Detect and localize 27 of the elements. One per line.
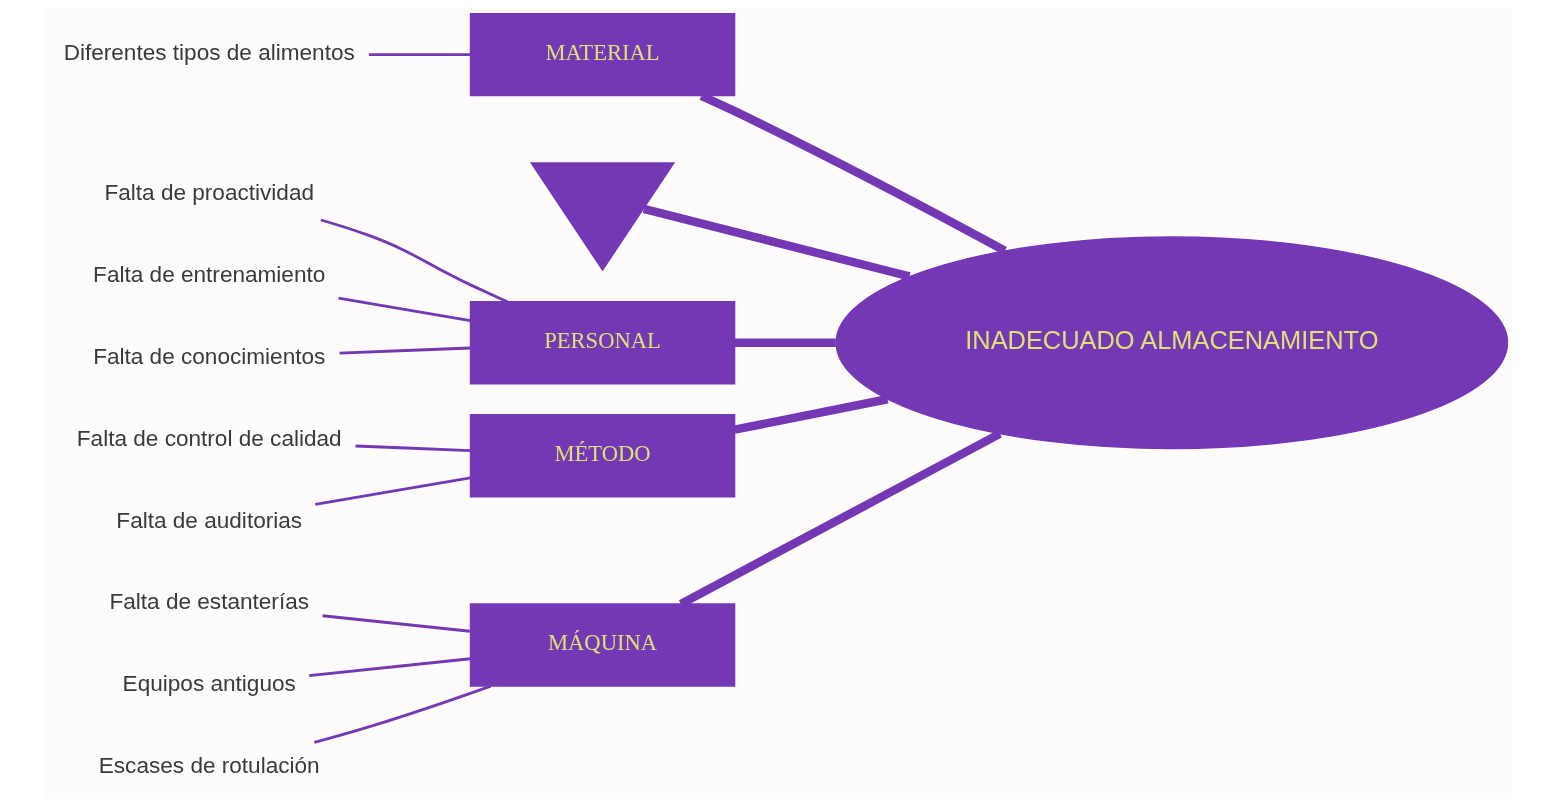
node-text: Diferentes tipos de alimentos: [63, 40, 355, 66]
connector: [322, 614, 471, 633]
connector: [368, 53, 471, 57]
node-text: Equipos antiguos: [122, 671, 296, 697]
node-box: MÉTODO: [469, 414, 736, 498]
connector: [338, 296, 471, 322]
node-fin: [529, 162, 676, 272]
connector: [339, 346, 471, 355]
connector: [642, 204, 911, 281]
connector: [320, 218, 509, 303]
node-ellipse: INADECUADO ALMACENAMIENTO: [835, 236, 1509, 450]
node-text: Falta de estanterías: [109, 589, 310, 615]
node-text: Escases de rotulación: [98, 753, 320, 779]
node-text: Falta de entrenamiento: [93, 261, 326, 287]
connector: [309, 657, 471, 677]
node-text: Falta de auditorias: [116, 507, 303, 533]
node-box: MATERIAL: [469, 13, 736, 97]
connector: [733, 395, 889, 434]
node-text: Falta de proactividad: [104, 179, 315, 205]
connector: [734, 338, 836, 347]
node-text: Falta de control de calidad: [76, 425, 342, 451]
connector: [355, 444, 471, 452]
node-text: Falta de conocimientos: [93, 343, 326, 369]
node-box: MÁQUINA: [469, 603, 736, 687]
node-box: PERSONAL: [469, 301, 736, 385]
connector: [315, 476, 471, 506]
connector: [314, 684, 492, 744]
